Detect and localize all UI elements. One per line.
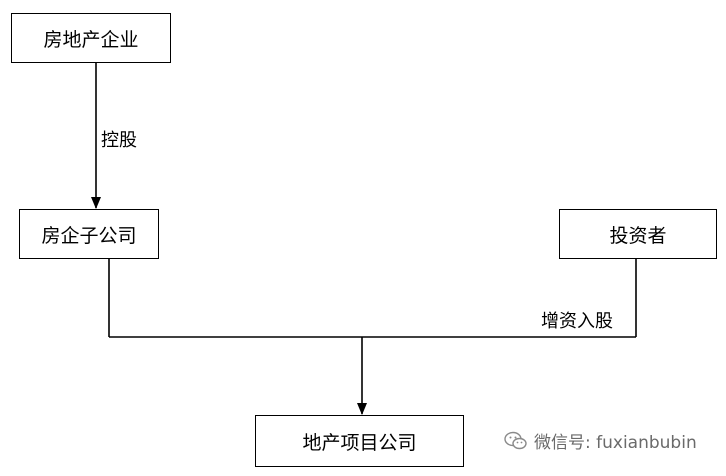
watermark-text: 微信号: fuxianbubin [534, 433, 697, 453]
node-label: 地产项目公司 [302, 431, 417, 454]
node-real-estate-enterprise: 房地产企业 [11, 13, 171, 63]
node-subsidiary: 房企子公司 [19, 209, 159, 259]
node-project-company: 地产项目公司 [255, 415, 464, 467]
watermark: 微信号: fuxianbubin [504, 428, 697, 453]
node-investor: 投资者 [559, 209, 717, 259]
node-label: 房企子公司 [41, 224, 137, 247]
capital-increase-label: 增资入股 [541, 311, 613, 332]
holding-label: 控股 [101, 130, 137, 151]
node-label: 房地产企业 [43, 28, 139, 51]
wechat-icon [504, 431, 527, 449]
node-label: 投资者 [609, 224, 667, 247]
